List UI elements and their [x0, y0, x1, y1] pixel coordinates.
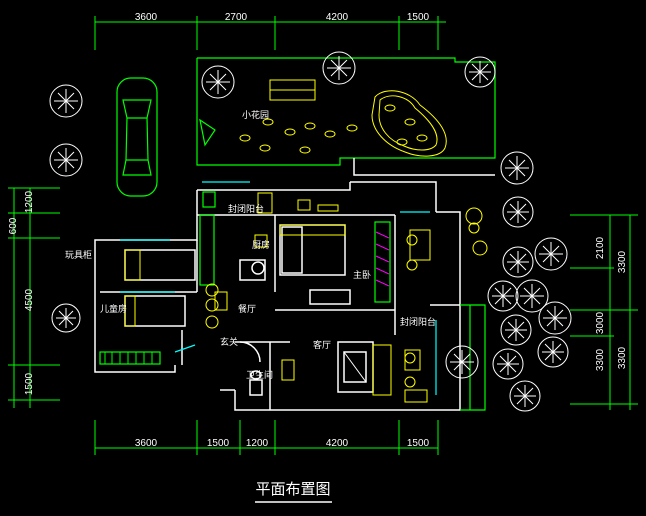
- tree-15: [492, 348, 524, 380]
- shrubs: [465, 207, 488, 256]
- tree-5: [322, 51, 356, 85]
- top-dimension-chain: 3600 2700 4200 1500: [94, 12, 446, 50]
- drawing-title: 平面布置图: [255, 480, 332, 503]
- dim-left-1: 1200: [24, 190, 35, 213]
- tree-16: [537, 336, 569, 368]
- dim-right-inner-2: 3000: [595, 311, 606, 334]
- tree-10: [502, 246, 534, 278]
- left-dimension-chain: 1200 600 4500 1500: [8, 187, 60, 408]
- trees: [49, 51, 572, 412]
- tree-7: [500, 151, 534, 185]
- dim-left-2: 600: [8, 217, 19, 234]
- balcony-right: [460, 304, 486, 411]
- entrance-bathroom: 玄关 卫生间: [220, 336, 295, 396]
- kitchen: 厨房: [199, 214, 270, 312]
- living-room: 客厅 封闭阳台: [313, 316, 436, 403]
- dim-top-2: 2700: [225, 12, 248, 23]
- garden-area: 小花园: [196, 57, 496, 176]
- tree-12: [487, 280, 519, 312]
- label-dining: 餐厅: [238, 303, 256, 315]
- kids-room: 儿童房 玩具柜: [65, 249, 196, 365]
- dim-right-outer-2: 3300: [617, 346, 628, 369]
- dim-bottom-4: 4200: [326, 438, 349, 449]
- right-dimension-chain: 2100 3000 3300 3300 3300: [570, 214, 638, 410]
- dim-right-outer-1: 3300: [617, 250, 628, 273]
- dim-left-4: 1500: [24, 372, 35, 395]
- balcony-top: 封闭阳台: [202, 191, 339, 215]
- tree-4: [201, 65, 235, 99]
- label-living-room: 客厅: [313, 339, 331, 351]
- dim-top-1: 3600: [135, 12, 158, 23]
- pond: [371, 90, 447, 157]
- car-parking: [116, 77, 158, 197]
- dim-top-3: 4200: [326, 12, 349, 23]
- dim-bottom-2: 1500: [207, 438, 230, 449]
- dim-bottom-5: 1500: [407, 438, 430, 449]
- bottom-dimension-chain: 3600 1500 1200 4200 1500: [94, 420, 439, 455]
- label-enclosed-balcony-top: 封闭阳台: [228, 203, 264, 215]
- dim-top-4: 1500: [407, 12, 430, 23]
- tree-1: [49, 84, 83, 118]
- tree-17: [445, 345, 479, 379]
- label-garden: 小花园: [242, 109, 269, 121]
- tree-14: [500, 314, 532, 346]
- title-text: 平面布置图: [255, 480, 330, 498]
- label-toy-cabinet: 玩具柜: [65, 249, 92, 261]
- windows: [120, 181, 437, 395]
- dining-area: 餐厅: [205, 291, 256, 329]
- label-bathroom: 卫生间: [246, 369, 273, 381]
- tree-6: [464, 56, 496, 88]
- tree-8: [502, 196, 534, 228]
- tree-18: [509, 380, 541, 412]
- tree-9: [534, 237, 568, 271]
- label-kitchen: 厨房: [252, 239, 270, 251]
- label-master-bedroom: 主卧: [353, 269, 371, 281]
- label-enclosed-balcony-right: 封闭阳台: [400, 316, 436, 328]
- dim-right-inner-3: 3300: [595, 348, 606, 371]
- tree-11: [515, 279, 549, 313]
- tree-2: [49, 143, 83, 177]
- master-bedroom: 主卧: [279, 221, 431, 305]
- dim-bottom-3: 1200: [246, 438, 269, 449]
- dim-right-inner-1: 2100: [595, 236, 606, 259]
- tree-3: [51, 303, 81, 333]
- tree-13: [538, 301, 572, 335]
- label-entrance: 玄关: [220, 336, 238, 348]
- dim-left-3: 4500: [24, 288, 35, 311]
- dim-bottom-1: 3600: [135, 438, 158, 449]
- label-kids-room: 儿童房: [100, 303, 127, 315]
- exterior-walls: [94, 181, 461, 411]
